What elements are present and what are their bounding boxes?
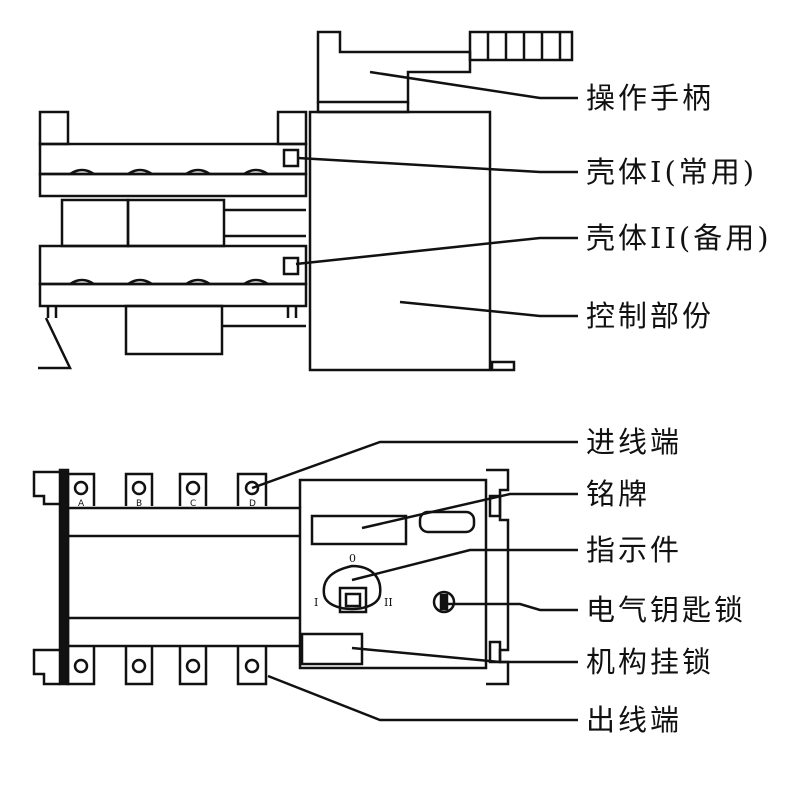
control-box <box>308 110 516 372</box>
label-housing-1: 壳体I(常用) <box>586 155 757 189</box>
pole-label-b: B <box>136 499 142 509</box>
mid-section <box>60 198 306 248</box>
label-key-lock: 电气钥匙锁 <box>586 593 746 627</box>
pole-label-c: C <box>190 499 196 509</box>
label-nameplate: 铭牌 <box>586 477 650 511</box>
label-input-terminal: 进线端 <box>586 425 682 459</box>
label-control: 控制部份 <box>586 299 714 333</box>
terminal-in-c <box>178 472 208 506</box>
label-padlock: 机构挂锁 <box>586 645 714 679</box>
front-outer-frame <box>32 468 488 686</box>
housing-2-marker <box>282 256 300 276</box>
terminal-in-a <box>66 472 96 506</box>
front-leaders <box>251 440 578 722</box>
nameplate <box>310 514 408 546</box>
indicator-knob <box>338 586 368 614</box>
output-terminals <box>66 646 268 686</box>
terminal-out-c <box>178 646 208 686</box>
housing-1-marker <box>282 148 300 168</box>
terminal-out-d <box>236 646 268 686</box>
label-handle: 操作手柄 <box>586 81 714 115</box>
housing-1-body <box>38 110 308 198</box>
indicator-mark-1: I <box>314 596 318 609</box>
side-leaders <box>295 70 578 318</box>
terminal-in-b <box>124 472 154 506</box>
mounting-bracket <box>486 468 510 686</box>
label-indicator: 指示件 <box>586 533 682 567</box>
pole-label-a: A <box>78 499 85 509</box>
label-housing-2: 壳体II(备用) <box>586 221 772 255</box>
housing-2-body <box>38 244 308 370</box>
terminal-out-b <box>124 646 154 686</box>
indicator-mark-2: II <box>384 596 393 609</box>
input-terminals <box>66 472 268 506</box>
label-output-terminal: 出线端 <box>586 703 682 737</box>
operating-handle <box>316 30 574 114</box>
terminal-in-d <box>236 472 268 506</box>
terminal-out-a <box>66 646 96 686</box>
name-window <box>418 510 476 534</box>
key-lock <box>432 590 456 614</box>
indicator-mark-zero: 0 <box>349 552 356 565</box>
pole-label-d: D <box>249 499 256 509</box>
